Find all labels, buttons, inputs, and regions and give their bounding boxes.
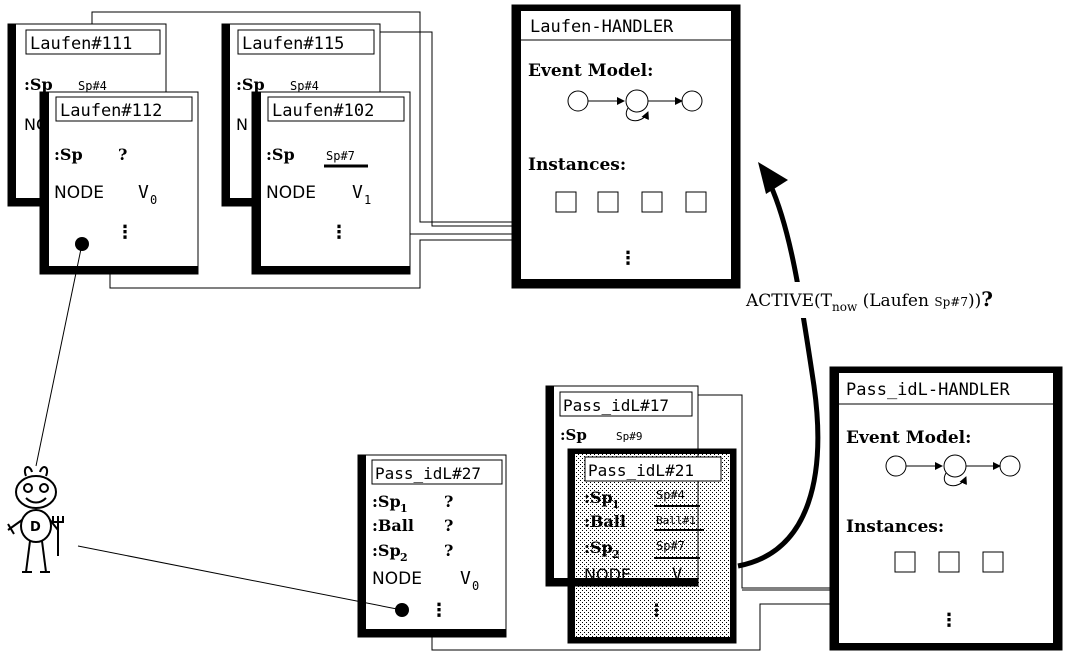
ball-value: ? [444, 516, 453, 535]
more-ellipsis: ⋮ [430, 600, 448, 621]
sp-label: :Sp [560, 426, 587, 444]
event-model-label: Event Model: [846, 428, 971, 448]
active-arrow-curve [738, 184, 818, 566]
instance-slot[interactable] [686, 192, 706, 212]
node-sub: 0 [150, 193, 157, 207]
agent-badge: D [30, 520, 41, 535]
pointer-dot-pass [395, 603, 409, 617]
laufen-handler[interactable]: Laufen-HANDLER Event Model: Instances: ⋮ [512, 5, 740, 288]
sp1-label: :Sp [584, 488, 613, 507]
frame-pass-21[interactable]: Pass_idL#21 :Sp 1 Sp#4 :Ball Ball#1 :Sp … [568, 449, 736, 643]
sp2-value: Sp#7 [656, 539, 685, 553]
instance-slot[interactable] [983, 552, 1003, 572]
frame-title: Laufen#115 [242, 34, 344, 54]
node-value: V [672, 565, 682, 585]
node-sub: 0 [472, 579, 479, 593]
sp1-value: Sp#4 [656, 488, 685, 502]
sp2-label: :Sp [584, 538, 613, 557]
sp-value: Sp#4 [290, 79, 319, 93]
sp2-value: ? [444, 541, 453, 560]
more-ellipsis: ⋮ [940, 610, 958, 631]
sp-label: :Sp [54, 145, 83, 164]
active-arrow-head [758, 162, 788, 194]
handler-title: Pass_idL-HANDLER [846, 380, 1011, 400]
pointer-to-pass-27 [78, 546, 402, 610]
node-label: NODE [54, 183, 104, 203]
sp1-label: :Sp [372, 492, 401, 511]
more-ellipsis: ⋮ [619, 248, 637, 269]
instance-slot[interactable] [895, 552, 915, 572]
node-sub: 1 [683, 576, 690, 589]
node-value: V [460, 568, 471, 589]
active-query-arrow [738, 162, 818, 566]
node-label: NODE [266, 183, 316, 203]
frame-title: Laufen#112 [60, 101, 162, 121]
instance-slot[interactable] [939, 552, 959, 572]
pointer-to-laufen-112 [36, 244, 82, 466]
node-label: NODE [584, 565, 631, 584]
node-value: V [352, 182, 363, 203]
sp2-sub: 2 [612, 548, 620, 561]
node-label: NODE [372, 569, 422, 589]
instances-label: Instances: [528, 155, 626, 175]
frame-laufen-112[interactable]: Laufen#112 :Sp ? NODE V 0 ⋮ [40, 92, 198, 274]
sp1-value: ? [444, 492, 453, 511]
event-model-label: Event Model: [528, 61, 653, 81]
handler-title: Laufen-HANDLER [530, 17, 674, 37]
ball-label: :Ball [372, 516, 414, 535]
frame-title: Pass_idL#27 [375, 464, 481, 483]
node-value: V [138, 182, 149, 203]
pass-handler[interactable]: Pass_idL-HANDLER Event Model: Instances:… [830, 367, 1062, 650]
sp-value: Sp#9 [616, 430, 643, 443]
node-sub: 1 [364, 193, 371, 207]
agent-pointers [36, 244, 402, 610]
frame-laufen-102[interactable]: Laufen#102 :Sp Sp#7 NODE V 1 ⋮ [252, 92, 410, 274]
instance-slot[interactable] [642, 192, 662, 212]
sp-label: :Sp [24, 75, 53, 94]
more-ellipsis: ⋮ [330, 222, 348, 243]
sp-label: :Sp [266, 145, 295, 164]
node-label: N [236, 115, 248, 134]
frame-title: Pass_idL#21 [588, 461, 694, 480]
active-query-label: ACTIVE(Tnow (Laufen Sp#7))? [742, 282, 1072, 318]
more-ellipsis: ⋮ [648, 601, 665, 621]
instance-slot[interactable] [556, 192, 576, 212]
instances-label: Instances: [846, 517, 944, 537]
sp-value: Sp#4 [78, 79, 107, 93]
sp2-label: :Sp [372, 541, 401, 560]
sp1-sub: 1 [612, 498, 620, 511]
instance-slots [895, 552, 1003, 572]
sp-label: :Sp [236, 75, 265, 94]
frame-pass-27[interactable]: Pass_idL#27 :Sp 1 ? :Ball ? :Sp 2 ? NODE… [358, 455, 506, 637]
more-ellipsis: ⋮ [116, 222, 134, 243]
instance-slot[interactable] [598, 192, 618, 212]
sp2-sub: 2 [400, 551, 408, 564]
frame-title: Pass_idL#17 [563, 396, 669, 415]
sp-value: Sp#7 [326, 149, 355, 163]
sp1-sub: 1 [400, 502, 408, 515]
ball-value: Ball#1 [656, 514, 696, 527]
pointer-dot-laufen [75, 237, 89, 251]
ball-label: :Ball [584, 512, 626, 531]
sp-value: ? [118, 145, 127, 164]
frame-title: Laufen#111 [30, 34, 132, 54]
frame-title: Laufen#102 [272, 101, 374, 121]
